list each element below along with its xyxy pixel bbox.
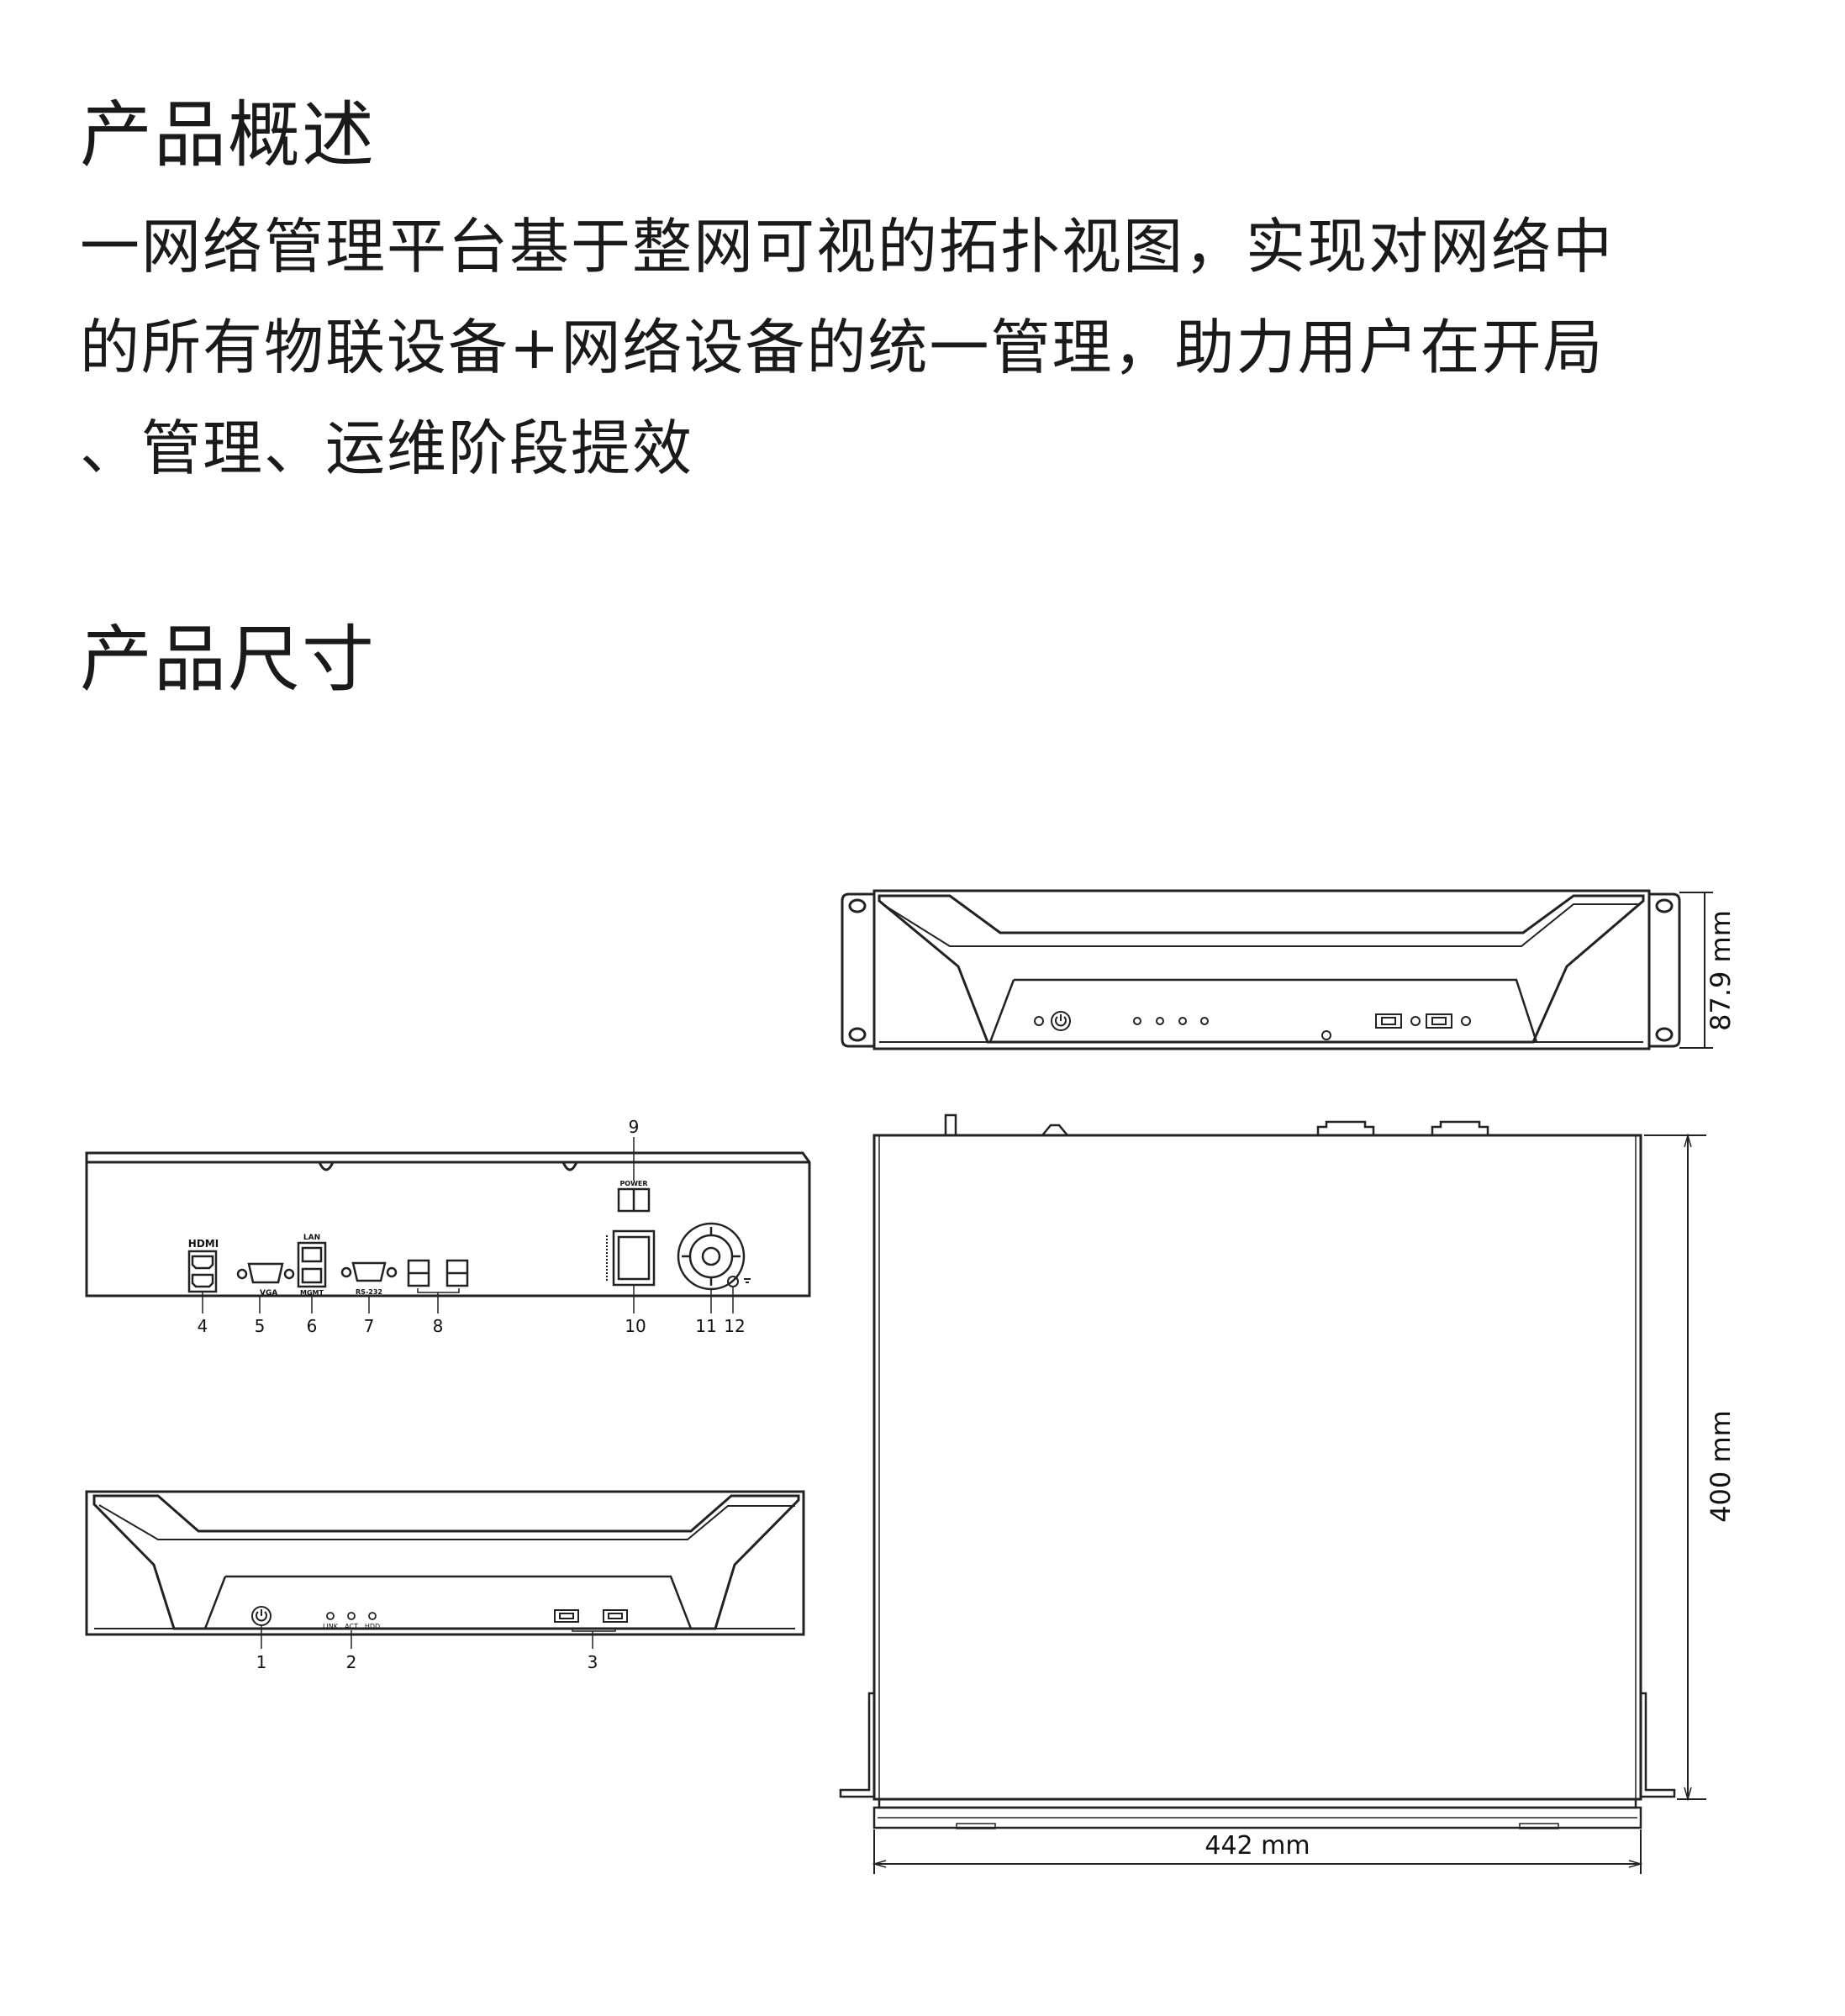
rs232-label: RS-232 (356, 1288, 382, 1296)
front-panel-view: LINK ACT HDD 1 2 3 (85, 1490, 805, 1672)
lan-mgmt-ports: LAN MGMT (297, 1234, 327, 1297)
rear-usb-ports (407, 1259, 469, 1293)
front-top-usb-ports (1375, 1013, 1471, 1029)
top-view: 400 mm 442 mm (839, 1113, 1737, 1874)
rear-panel-notch-left (318, 1161, 335, 1171)
led-label-link: LINK (323, 1623, 339, 1630)
overview-line-1: 一网络管理平台基于整网可视的拓扑视图，实现对网络中 (80, 212, 1615, 282)
callout-1: 1 (256, 1652, 267, 1672)
height-label: 87.9 mm (1705, 910, 1737, 1031)
front-bezel-inner (98, 1504, 795, 1540)
top-chassis-outline (872, 1134, 1642, 1801)
lan-label: LAN (303, 1234, 320, 1242)
callout-3: 3 (588, 1652, 598, 1672)
callout-5: 5 (255, 1316, 266, 1336)
dimensions-title: 产品尺寸 (80, 618, 376, 702)
depth-dimension-line (1644, 1133, 1706, 1802)
front-top-leds (1133, 1017, 1209, 1025)
depth-label: 400 mm (1705, 1410, 1737, 1523)
vga-port: VGA (236, 1262, 295, 1298)
power-label: POWER (619, 1180, 647, 1187)
rear-panel-view: HDMI VGA LAN MGMT RS-232 (85, 1117, 811, 1336)
hdmi-port: HDMI (187, 1238, 219, 1293)
overview-line-3: 、管理、运维阶段提效 (80, 413, 694, 483)
front-power-button (251, 1606, 271, 1626)
overview-line-2: 的所有物联设备+网络设备的统一管理，助力用户在开局 (80, 313, 1605, 382)
callout-10: 10 (625, 1316, 646, 1336)
front-usb-ports (554, 1609, 628, 1632)
rear-panel-outline (85, 1151, 811, 1298)
callout-12: 12 (724, 1316, 745, 1336)
front-leds (326, 1612, 377, 1620)
front-bezel-top (878, 894, 1645, 1044)
led-label-act: ACT (345, 1623, 358, 1630)
callout-11: 11 (695, 1316, 716, 1336)
callout-6: 6 (307, 1316, 318, 1336)
hdmi-label: HDMI (188, 1238, 219, 1250)
front-leader-lines (261, 1625, 593, 1649)
callout-4: 4 (198, 1316, 208, 1336)
callout-9: 9 (629, 1117, 640, 1137)
power-switch: POWER (617, 1180, 651, 1213)
front-panel-outline (85, 1490, 805, 1636)
rear-panel-notch-right (561, 1161, 578, 1171)
front-bezel-inner-top (882, 903, 1641, 947)
ac-power-inlet (606, 1229, 656, 1287)
fan-grille (677, 1222, 746, 1291)
mgmt-label: MGMT (300, 1289, 324, 1297)
rack-ear-left (841, 892, 876, 1048)
front-view-rack-ears: 87.9 mm (841, 889, 1737, 1050)
front-chassis-outline (872, 889, 1651, 1050)
callout-7: 7 (364, 1316, 375, 1336)
rear-leader-lines (202, 1137, 734, 1313)
rs232-port: RS-232 (340, 1261, 398, 1296)
overview-title: 产品概述 (80, 93, 376, 177)
vga-label: VGA (260, 1289, 277, 1298)
front-bezel-window (203, 1575, 693, 1629)
height-dimension-line (1679, 892, 1713, 1049)
front-bezel-window-top (988, 978, 1538, 1043)
led-label-hdd: HDD (365, 1623, 380, 1630)
callout-8: 8 (433, 1316, 444, 1336)
rack-ear-right (1647, 892, 1681, 1048)
width-label: 442 mm (1205, 1831, 1310, 1861)
front-top-power-button (1051, 1011, 1071, 1031)
width-dimension-line (872, 1829, 1643, 1874)
front-bezel-outer (92, 1494, 800, 1630)
callout-2: 2 (346, 1652, 357, 1672)
